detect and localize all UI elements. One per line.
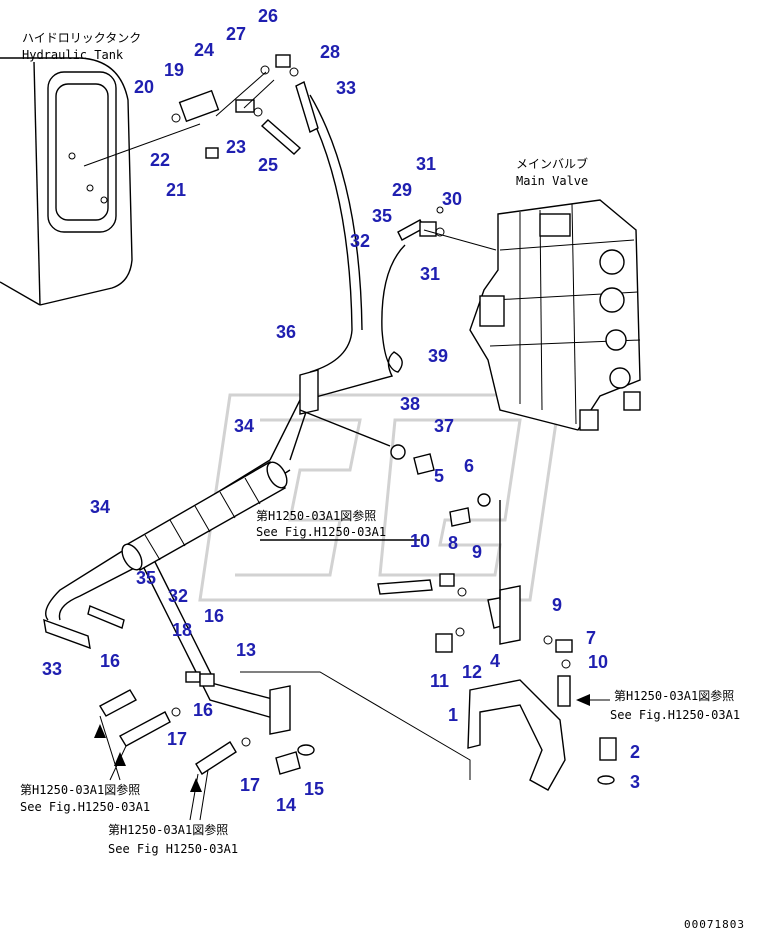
callout-25: 25 [258,155,278,175]
callout-1: 1 [448,705,458,725]
see-fig-note-1-jp: 第H1250-03A1図参照 [256,508,376,523]
reference-arrows [94,694,590,792]
callout-32-lower: 32 [168,586,188,606]
main-valve-label-jp: メインバルブ [516,156,588,171]
callout-23: 23 [226,137,246,157]
see-fig-note-2-en: See Fig.H1250-03A1 [610,708,740,722]
callout-37: 37 [434,416,454,436]
fittings [43,54,617,785]
callout-13: 13 [236,640,256,660]
callout-22: 22 [150,150,170,170]
see-fig-note-4-en: See Fig H1250-03A1 [108,842,238,856]
callout-28: 28 [320,42,340,62]
callout-14: 14 [276,795,296,815]
callout-12: 12 [462,662,482,682]
callout-17-left: 17 [167,729,187,749]
callout-16-left: 16 [100,651,120,671]
hydraulic-tank-label-en: Hydraulic Tank [22,48,124,62]
see-fig-note-2-jp: 第H1250-03A1図参照 [614,688,734,703]
hoses [45,94,420,681]
callout-21: 21 [166,180,186,200]
see-fig-note-3-jp: 第H1250-03A1図参照 [20,782,140,797]
main-valve [469,199,641,431]
callout-32-upper: 32 [350,231,370,251]
hose-protector [121,461,288,571]
callout-24: 24 [194,40,214,60]
callout-8: 8 [448,533,458,553]
callout-17-right: 17 [240,775,260,795]
callouts: 1 2 3 4 5 6 7 8 9 9 10 10 11 12 13 14 15… [42,6,640,815]
callout-20: 20 [134,77,154,97]
callout-35-upper: 35 [372,206,392,226]
callout-39: 39 [428,346,448,366]
callout-10-lower: 10 [588,652,608,672]
callout-30: 30 [442,189,462,209]
callout-16-mid: 16 [193,700,213,720]
callout-2: 2 [630,742,640,762]
callout-27: 27 [226,24,246,44]
callout-18: 18 [172,620,192,640]
callout-9-upper: 9 [472,542,482,562]
callout-16-top: 16 [204,606,224,626]
callout-19: 19 [164,60,184,80]
callout-31-top: 31 [416,154,436,174]
callout-15: 15 [304,779,324,799]
callout-3: 3 [630,772,640,792]
main-valve-label-en: Main Valve [516,174,588,188]
hydraulic-tank-label-jp: ハイドロリックタンク [22,31,141,45]
callout-26: 26 [258,6,278,26]
callout-31-bottom: 31 [420,264,440,284]
callout-6: 6 [464,456,474,476]
callout-10-upper: 10 [410,531,430,551]
callout-35-lower: 35 [136,568,156,588]
callout-38: 38 [400,394,420,414]
callout-34-lower: 34 [90,497,110,517]
see-fig-note-3-en: See Fig.H1250-03A1 [20,800,150,814]
callout-36: 36 [276,322,296,342]
drawing-code: 00071803 [684,918,745,931]
callout-9-lower: 9 [552,595,562,615]
callout-11: 11 [430,671,449,691]
hydraulic-tank [0,57,133,306]
see-fig-note-4-jp: 第H1250-03A1図参照 [108,822,228,837]
callout-34-upper: 34 [234,416,254,436]
callout-5: 5 [434,466,444,486]
callout-4: 4 [490,651,500,671]
brackets [198,369,566,791]
callout-29: 29 [392,180,412,200]
callout-33-upper: 33 [336,78,356,98]
callout-33-lower: 33 [42,659,62,679]
see-fig-note-1-en: See Fig.H1250-03A1 [256,525,386,539]
callout-7: 7 [586,628,596,648]
